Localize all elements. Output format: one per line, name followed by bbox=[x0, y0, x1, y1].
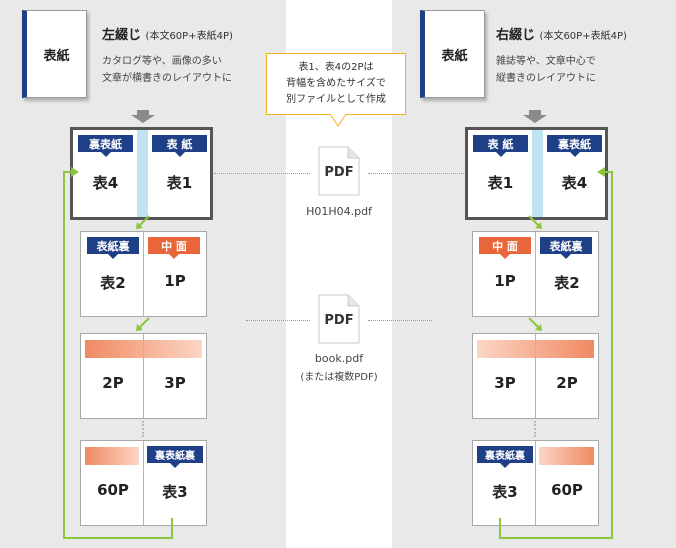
right-s4-bar bbox=[539, 447, 594, 465]
left-spread-3: 2P 3P bbox=[80, 333, 207, 419]
pdf-book-note: (または複数PDF) bbox=[300, 372, 378, 383]
left-s4-divider bbox=[143, 441, 144, 525]
left-desc: カタログ等や、画像の多い 文章が横書きのレイアウトに bbox=[102, 53, 232, 87]
left-cover-connector bbox=[214, 173, 310, 175]
right-down-arrow-icon bbox=[523, 110, 547, 123]
left-desc-line2: 文章が横書きのレイアウトに bbox=[102, 73, 232, 84]
right-loop-arrowhead-icon bbox=[597, 167, 605, 177]
left-s2-page-right: 1P bbox=[164, 272, 186, 290]
right-s2-tag-right: 表紙裏 bbox=[540, 237, 592, 259]
left-cover-spine bbox=[137, 130, 148, 217]
left-s4-bar bbox=[85, 447, 139, 465]
right-s1-page-left: 表1 bbox=[487, 174, 514, 192]
right-s1-tag-left: 表 紙 bbox=[473, 135, 528, 157]
right-s2-tag-left: 中 面 bbox=[479, 237, 531, 259]
right-step-arrowhead-1-icon bbox=[535, 222, 542, 229]
left-desc-line1: カタログ等や、画像の多い bbox=[102, 56, 222, 67]
right-s2-divider bbox=[535, 232, 536, 316]
left-s2-page-left: 表2 bbox=[100, 274, 126, 292]
left-s1-tag-right: 表 紙 bbox=[152, 135, 207, 157]
pdf-book-filename: book.pdf bbox=[314, 352, 364, 365]
left-loop-line bbox=[63, 171, 173, 539]
pdf-page-shape bbox=[318, 146, 360, 196]
left-s4-page-left: 60P bbox=[97, 481, 129, 499]
right-continuation-dots bbox=[534, 421, 537, 437]
left-s3-page-right: 3P bbox=[164, 374, 186, 392]
left-s2-tag-right: 中 面 bbox=[148, 237, 200, 259]
left-step-arrowhead-2-icon bbox=[136, 324, 143, 331]
right-loop-line bbox=[499, 171, 613, 539]
right-title: 右綴じ (本文60P+表紙4P) bbox=[496, 24, 627, 43]
left-continuation-dots bbox=[142, 421, 145, 437]
left-step-arrow-1 bbox=[138, 215, 150, 227]
right-s4-tag-left: 裏表紙裏 bbox=[477, 446, 533, 468]
right-s2-page-left: 1P bbox=[494, 272, 516, 290]
pdf-icon-cover: PDF bbox=[318, 146, 360, 196]
pdf-icon-book: PDF bbox=[318, 294, 360, 344]
right-cover-spine bbox=[532, 130, 543, 217]
callout-line2: 背幅を含めたサイズで bbox=[286, 78, 386, 89]
callout-box: 表1、表4の2Pは 背幅を含めたサイズで 別ファイルとして作成 bbox=[266, 53, 406, 115]
left-book-icon: 表紙 bbox=[22, 10, 87, 98]
left-s2-tag-left: 表紙裏 bbox=[87, 237, 139, 259]
right-step-arrow-2 bbox=[528, 317, 540, 329]
callout-line1: 表1、表4の2Pは bbox=[298, 62, 374, 73]
pdf-icon-book-label: PDF bbox=[324, 313, 354, 328]
left-s1-tag-left: 裏表紙 bbox=[78, 135, 133, 157]
pdf-page-shape bbox=[318, 294, 360, 344]
callout-pointer bbox=[329, 113, 347, 127]
right-s1-page-right: 表4 bbox=[561, 174, 588, 192]
left-spread-4: 裏表紙裏 60P 表3 bbox=[80, 440, 207, 526]
left-s4-tag-right: 裏表紙裏 bbox=[147, 446, 203, 468]
left-step-arrowhead-1-icon bbox=[136, 222, 143, 229]
right-title-sub: (本文60P+表紙4P) bbox=[539, 31, 627, 42]
right-s4-divider bbox=[535, 441, 536, 525]
right-s4-page-left: 表3 bbox=[492, 483, 518, 501]
right-spread-3: 3P 2P bbox=[472, 333, 599, 419]
left-s3-page-left: 2P bbox=[102, 374, 124, 392]
left-title-main: 左綴じ bbox=[102, 28, 142, 43]
left-s1-page-left: 表4 bbox=[92, 174, 119, 192]
left-cover-spread: 裏表紙 表 紙 表4 表1 bbox=[70, 127, 213, 220]
right-book-connector bbox=[368, 320, 432, 322]
left-down-arrow-icon bbox=[131, 110, 155, 123]
right-title-main: 右綴じ bbox=[496, 28, 536, 43]
left-s4-page-right: 表3 bbox=[162, 483, 188, 501]
right-s1-tag-right: 裏表紙 bbox=[547, 135, 602, 157]
left-book-connector bbox=[246, 320, 310, 322]
callout-line3: 別ファイルとして作成 bbox=[286, 94, 386, 105]
left-s1-page-right: 表1 bbox=[166, 174, 193, 192]
right-spread-4: 裏表紙裏 表3 60P bbox=[472, 440, 599, 526]
right-s2-page-right: 表2 bbox=[554, 274, 580, 292]
left-spread-2: 表紙裏 中 面 表2 1P bbox=[80, 231, 207, 317]
pdf-cover-filename: H01H04.pdf bbox=[306, 205, 372, 218]
left-title-sub: (本文60P+表紙4P) bbox=[145, 31, 233, 42]
right-cover-connector bbox=[368, 173, 464, 175]
left-s3-divider bbox=[143, 334, 144, 418]
right-desc-line2: 縦書きのレイアウトに bbox=[496, 73, 596, 84]
right-desc-line1: 雑誌等や、文章中心で bbox=[496, 56, 596, 67]
right-s3-page-left: 3P bbox=[494, 374, 516, 392]
left-loop-arrowhead-icon bbox=[71, 167, 79, 177]
right-cover-spread: 表 紙 裏表紙 表1 表4 bbox=[465, 127, 608, 220]
right-spread-2: 中 面 表紙裏 1P 表2 bbox=[472, 231, 599, 317]
left-book-label: 表紙 bbox=[43, 48, 70, 64]
right-step-arrow-1 bbox=[528, 215, 540, 227]
right-s3-divider bbox=[535, 334, 536, 418]
left-title: 左綴じ (本文60P+表紙4P) bbox=[102, 24, 233, 43]
right-step-arrowhead-2-icon bbox=[535, 324, 542, 331]
right-s3-page-right: 2P bbox=[556, 374, 578, 392]
right-s4-page-right: 60P bbox=[551, 481, 583, 499]
pdf-icon-cover-label: PDF bbox=[324, 165, 354, 180]
left-s2-divider bbox=[143, 232, 144, 316]
right-book-label: 表紙 bbox=[441, 48, 468, 64]
right-book-icon: 表紙 bbox=[420, 10, 485, 98]
left-step-arrow-2 bbox=[138, 317, 150, 329]
right-desc: 雑誌等や、文章中心で 縦書きのレイアウトに bbox=[496, 53, 596, 87]
